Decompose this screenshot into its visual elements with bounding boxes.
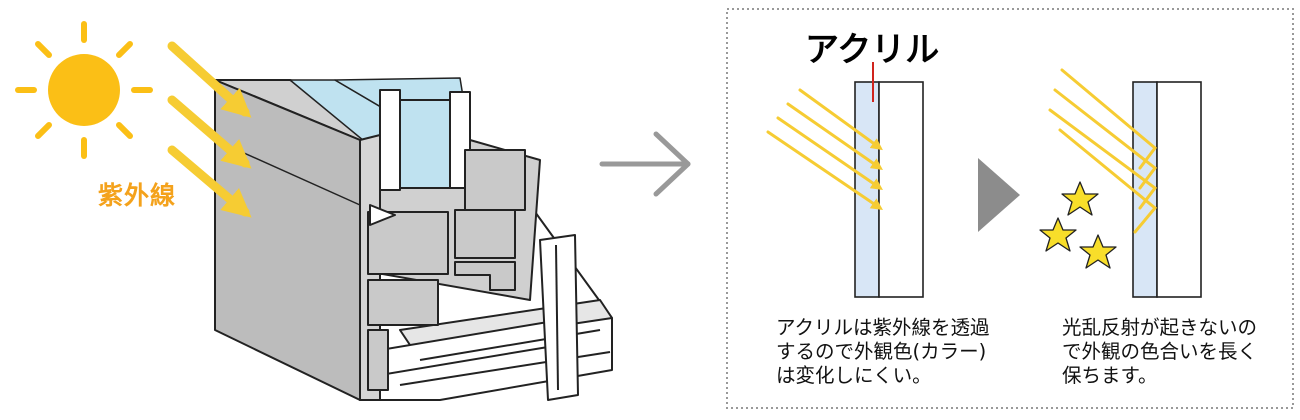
acrylic-panel-diagram-right: [1039, 68, 1202, 298]
caption-line: で外観の色合いを長く: [1062, 340, 1258, 363]
sun-icon: [15, 21, 153, 159]
transition-arrow-icon: [599, 131, 691, 197]
comparison-panel: [726, 8, 1294, 409]
window-frame-section: [214, 77, 613, 401]
caption-line: アクリルは紫外線を透過: [776, 316, 990, 339]
uv-label: 紫外線: [98, 181, 177, 210]
caption-line: 保ちます。: [1062, 364, 1158, 387]
caption-line: は変化しにくい。: [776, 364, 932, 387]
acrylic-label: アクリル: [805, 30, 940, 70]
star-icon: [1039, 217, 1077, 252]
caption-line: 光乱反射が起きないの: [1062, 316, 1258, 339]
star-icon: [1079, 234, 1117, 269]
uv-ray-arrows: [167, 41, 252, 218]
acrylic-panel-diagram-left: [766, 62, 924, 298]
caption-line: するので外観色(カラー): [776, 340, 987, 363]
next-triangle-icon: [978, 158, 1020, 232]
caption-left: アクリルは紫外線を透過 するので外観色(カラー) は変化しにくい。: [776, 316, 990, 388]
star-icon: [1061, 181, 1099, 216]
caption-right: 光乱反射が起きないの で外観の色合いを長く 保ちます。: [1062, 316, 1257, 388]
